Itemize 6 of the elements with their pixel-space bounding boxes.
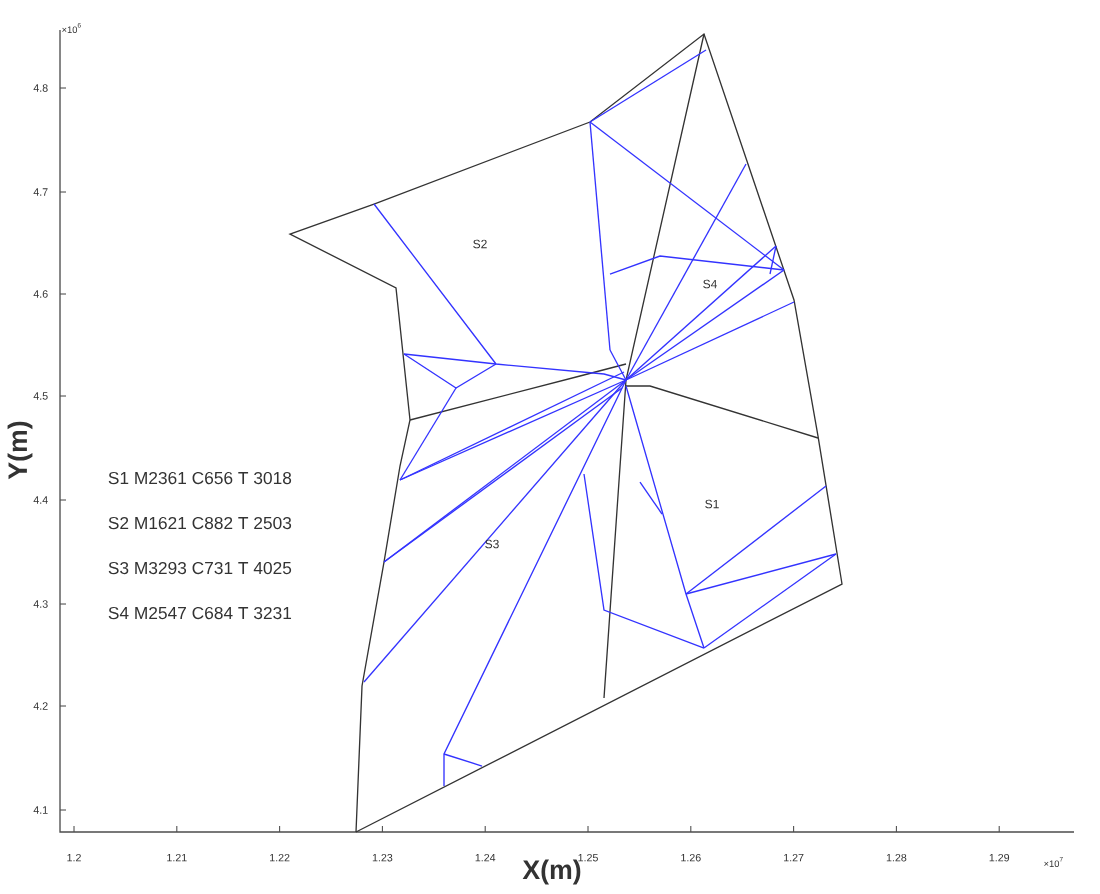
- stats-text: S4 M2547 C684 T 3231: [108, 606, 291, 620]
- stats-text: S2 M1621 C882 T 2503: [108, 516, 292, 530]
- axis-title: X(m): [522, 859, 581, 885]
- axis-title: Y(m): [7, 421, 33, 480]
- stats-text: S1 M2361 C656 T 3018: [108, 471, 292, 485]
- stats-text: S3 M3293 C731 T 4025: [108, 561, 292, 575]
